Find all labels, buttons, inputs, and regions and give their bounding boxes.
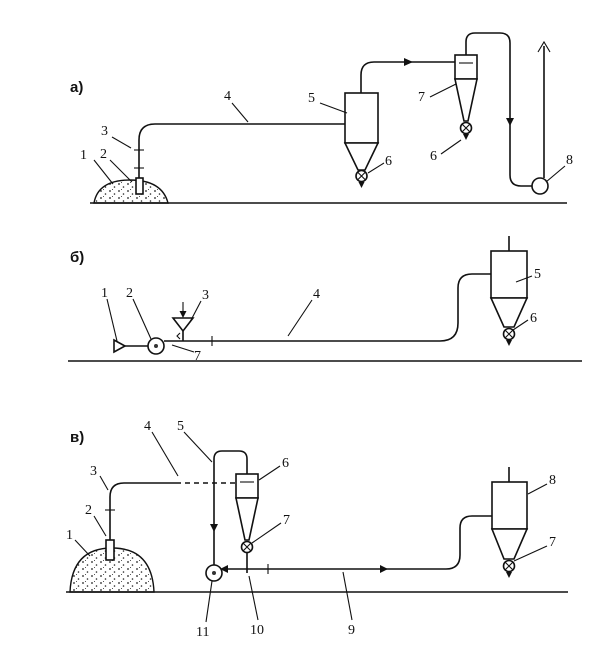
scheme-b-pipeline	[164, 273, 491, 342]
scheme-b-label-6: 6	[530, 311, 537, 326]
scheme-c-label-1: 1	[66, 528, 73, 543]
scheme-c-label-8: 8	[549, 473, 556, 488]
scheme-c-label-3: 3	[90, 464, 97, 479]
scheme-a-cyclone	[454, 54, 478, 80]
scheme-b-label-2: 2	[126, 286, 133, 301]
scheme-c-pressure-pipe	[222, 515, 492, 570]
scheme-a-separator	[344, 92, 379, 144]
scheme-a-label-6: 6	[385, 154, 392, 169]
scheme-a: а)	[70, 32, 573, 204]
scheme-c-cyclone	[235, 473, 259, 499]
scheme-c-label-9: 9	[348, 623, 355, 638]
scheme-b-label-5: 5	[534, 267, 541, 282]
scheme-c-label-6: 6	[282, 456, 289, 471]
scheme-c-suction-pipe	[109, 482, 176, 540]
scheme-b-separator	[490, 250, 528, 299]
scheme-c-label-11: 11	[196, 625, 209, 640]
scheme-c-separator	[491, 481, 528, 530]
scheme-c-label-4: 4	[144, 419, 151, 434]
scheme-c-label-2: 2	[85, 503, 92, 518]
scheme-c-cyclone-cone	[235, 497, 259, 541]
scheme-a-label-5: 5	[308, 91, 315, 106]
scheme-a-label-1: 1	[80, 148, 87, 163]
scheme-c-title: в)	[70, 429, 84, 446]
scheme-a-material-pile	[93, 179, 169, 204]
scheme-b-title: б)	[70, 249, 84, 266]
scheme-a-label-6b: 6	[430, 149, 437, 164]
scheme-a-label-3: 3	[101, 124, 108, 139]
scheme-a-air-pipe	[360, 61, 455, 93]
scheme-c-return-pipe	[213, 450, 248, 565]
scheme-b: б) 1 2 3 4	[68, 236, 582, 364]
scheme-a-suction-nozzle	[135, 177, 144, 195]
scheme-b-label-4: 4	[313, 287, 320, 302]
scheme-a-fan	[531, 177, 549, 195]
scheme-b-label-7: 7	[194, 349, 201, 364]
scheme-a-label-2: 2	[100, 147, 107, 162]
scheme-c-label-10: 10	[250, 623, 264, 638]
scheme-c-label-7: 7	[283, 513, 290, 528]
scheme-a-exhaust-pipe	[465, 32, 532, 187]
scheme-a-label-7: 7	[418, 90, 425, 105]
scheme-b-label-3: 3	[202, 288, 209, 303]
scheme-c-suction-nozzle	[105, 539, 115, 561]
scheme-c-label-7b: 7	[549, 535, 556, 550]
scheme-c: в)	[66, 419, 568, 640]
scheme-c-label-5: 5	[177, 419, 184, 434]
scheme-a-label-8: 8	[566, 153, 573, 168]
scheme-a-title: а)	[70, 79, 83, 96]
scheme-a-label-4: 4	[224, 89, 231, 104]
scheme-b-label-1: 1	[101, 286, 108, 301]
scheme-b-compressor	[113, 338, 127, 354]
scheme-a-pipeline	[138, 123, 345, 178]
scheme-b-feeder-hopper	[171, 317, 195, 333]
